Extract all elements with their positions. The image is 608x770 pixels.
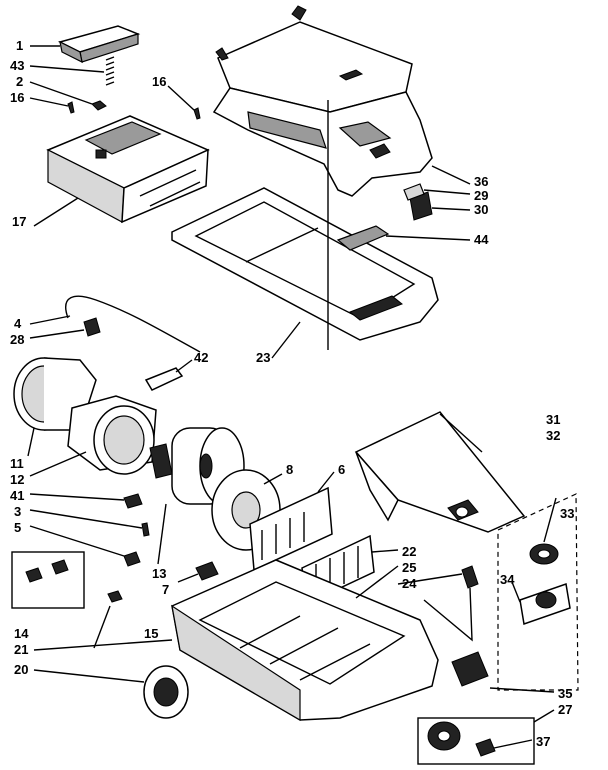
callout-6: 6	[338, 462, 345, 477]
part-42-cap	[144, 367, 184, 391]
part-12-motor-housing	[67, 395, 157, 475]
callout-33: 33	[560, 506, 574, 521]
part-27-caster-box	[417, 717, 535, 765]
part-7-brush	[195, 561, 219, 581]
part-6-panel	[249, 486, 333, 572]
callout-17: 17	[12, 214, 26, 229]
callout-28: 28	[10, 332, 24, 347]
callout-1: 1	[16, 38, 23, 53]
callout-14: 14	[14, 626, 29, 641]
callout-12: 12	[10, 472, 24, 487]
callout-2: 2	[16, 74, 23, 89]
callout-29: 29	[474, 188, 488, 203]
part-29-latch	[403, 183, 425, 201]
callout-16-left: 16	[10, 90, 24, 105]
part-23-base-frame	[171, 187, 439, 341]
callout-23: 23	[256, 350, 270, 365]
callout-32: 32	[546, 428, 560, 443]
callout-34: 34	[500, 572, 515, 587]
callout-42: 42	[194, 350, 208, 365]
part-24-switch	[461, 565, 479, 589]
part-4-cord	[65, 295, 201, 353]
part-43-spring	[105, 56, 115, 86]
part-24-wire	[423, 587, 473, 642]
part-3-screw	[141, 522, 150, 537]
callout-3: 3	[14, 504, 21, 519]
callout-30: 30	[474, 202, 488, 217]
callout-8: 8	[286, 462, 293, 477]
callout-16-right: 16	[152, 74, 166, 89]
callout-5: 5	[14, 520, 21, 535]
part-28-connector	[83, 317, 101, 337]
callout-31: 31	[546, 412, 560, 427]
leader-lines	[27, 45, 557, 749]
part-14-kit-box	[11, 551, 85, 609]
callout-25: 25	[402, 560, 416, 575]
callout-35: 35	[558, 686, 572, 701]
callout-22: 22	[402, 544, 416, 559]
callout-44: 44	[474, 232, 489, 247]
callout-7: 7	[162, 582, 169, 597]
part-31-dust-bag	[354, 411, 526, 533]
part-35-bracket	[451, 651, 489, 687]
part-15-clip	[107, 590, 123, 603]
callout-13: 13	[152, 566, 166, 581]
part-17-top-housing	[46, 115, 210, 224]
part-16-screw-right	[193, 107, 201, 120]
callout-37: 37	[536, 734, 550, 749]
callout-43: 43	[10, 58, 24, 73]
callout-4: 4	[14, 316, 22, 331]
callout-15: 15	[144, 626, 158, 641]
part-41-bracket	[123, 493, 143, 509]
part-20-wheel	[143, 665, 189, 719]
part-2-button	[91, 100, 107, 111]
part-1-handle-grip	[57, 25, 141, 64]
callout-11: 11	[10, 456, 24, 471]
part-16-screw-left	[67, 101, 75, 114]
part-34-bag-holder-box	[497, 493, 579, 691]
callout-41: 41	[10, 488, 24, 503]
part-44-bracket	[336, 225, 390, 251]
part-5-clip	[123, 551, 141, 567]
callout-20: 20	[14, 662, 28, 677]
callout-27: 27	[558, 702, 572, 717]
callout-36: 36	[474, 174, 488, 189]
part-21-canister-base	[171, 559, 439, 722]
part-36-top-cover	[212, 5, 433, 197]
callout-21: 21	[14, 642, 28, 657]
callout-24: 24	[402, 576, 417, 591]
